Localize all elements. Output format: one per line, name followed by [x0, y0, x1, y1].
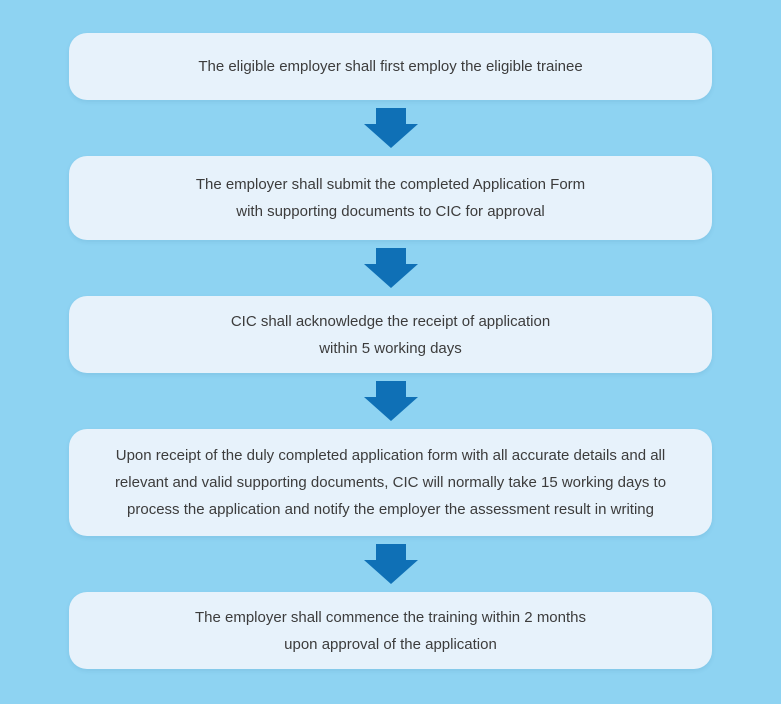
flow-step-4-line-2: relevant and valid supporting documents,…: [114, 474, 667, 491]
flow-step-5-line-1: The employer shall commence the training…: [194, 608, 587, 626]
flow-step-3-line-2: within 5 working days: [319, 339, 462, 357]
flow-step-4-line-3: process the application and notify the e…: [127, 501, 654, 518]
down-arrow-icon: [363, 108, 418, 148]
flowchart-canvas: The eligible employer shall first employ…: [69, 0, 712, 669]
flow-step-5: The employer shall commence the training…: [69, 592, 712, 669]
flow-step-2-line-2: with supporting documents to CIC for app…: [236, 203, 545, 220]
flow-step-2: The employer shall submit the completed …: [69, 156, 712, 240]
flow-step-4-line-1: Upon receipt of the duly completed appli…: [115, 447, 666, 464]
flow-connector-1: [69, 100, 712, 156]
flow-step-4: Upon receipt of the duly completed appli…: [69, 429, 712, 536]
down-arrow-icon: [363, 248, 418, 288]
flow-connector-3: [69, 373, 712, 429]
flow-step-2-line-1: The employer shall submit the completed …: [195, 176, 586, 193]
flow-step-1: The eligible employer shall first employ…: [69, 33, 712, 100]
down-arrow-icon: [363, 544, 418, 584]
down-arrow-icon: [363, 381, 418, 421]
flow-step-5-line-2: upon approval of the application: [284, 635, 497, 653]
flow-step-1-line-1: The eligible employer shall first employ…: [198, 58, 583, 75]
flow-connector-2: [69, 240, 712, 296]
flow-connector-4: [69, 536, 712, 592]
flow-step-3: CIC shall acknowledge the receipt of app…: [69, 296, 712, 373]
flow-step-3-line-1: CIC shall acknowledge the receipt of app…: [230, 312, 551, 330]
